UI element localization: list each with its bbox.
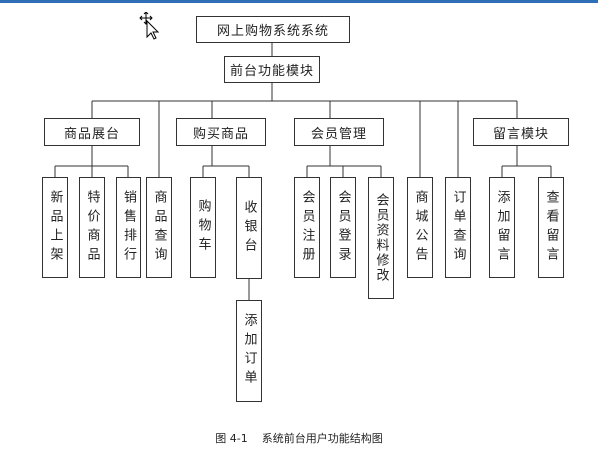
leaf-new-products: 新品上架 [42, 177, 68, 278]
leaf-special-price-label: 特价商品 [84, 189, 100, 266]
module-message: 留言模块 [473, 118, 569, 146]
leaf-special-price: 特价商品 [79, 177, 105, 278]
frontend-module-node: 前台功能模块 [224, 56, 320, 83]
leaf-member-login-label: 会员登录 [335, 189, 351, 266]
leaf-cart-label: 购物车 [195, 199, 211, 256]
leaf-sales-rank-label: 销售排行 [121, 189, 136, 266]
leaf-product-search: 商品查询 [146, 177, 172, 278]
leaf-add-order: 添加订单 [236, 300, 262, 402]
leaf-order-search-label: 订单查询 [450, 189, 466, 266]
leaf-member-edit-label: 会员资料修改 [373, 193, 389, 283]
module-product-display: 商品展台 [44, 118, 140, 146]
leaf-announcements-label: 商城公告 [412, 189, 428, 266]
module-message-label: 留言模块 [492, 126, 549, 142]
leaf-add-message: 添加留言 [489, 177, 515, 278]
leaf-sales-rank: 销售排行 [116, 177, 141, 278]
leaf-checkout-label: 收银台 [241, 199, 257, 257]
leaf-member-register: 会员注册 [294, 177, 320, 278]
leaf-member-register-label: 会员注册 [299, 189, 315, 266]
leaf-add-order-label: 添加订单 [241, 313, 257, 389]
root-label: 网上购物系统系统 [216, 24, 329, 39]
leaf-new-products-label: 新品上架 [47, 189, 63, 266]
module-purchase: 购买商品 [176, 118, 266, 146]
leaf-checkout: 收银台 [236, 177, 262, 279]
module-member: 会员管理 [294, 118, 384, 146]
leaf-product-search-label: 商品查询 [151, 189, 167, 266]
frontend-module-label: 前台功能模块 [229, 64, 314, 79]
module-member-label: 会员管理 [310, 126, 367, 142]
leaf-add-message-label: 添加留言 [494, 189, 510, 266]
leaf-order-search: 订单查询 [445, 177, 471, 278]
figure-caption: 图 4-1 系统前台用户功能结构图 [215, 432, 383, 445]
leaf-view-message-label: 查看留言 [543, 189, 559, 266]
root-node: 网上购物系统系统 [196, 16, 350, 43]
leaf-view-message: 查看留言 [538, 177, 564, 278]
window-top-accent [0, 0, 598, 3]
leaf-member-edit: 会员资料修改 [368, 177, 394, 299]
module-product-display-label: 商品展台 [63, 126, 120, 142]
leaf-member-login: 会员登录 [330, 177, 356, 278]
mouse-cursor-icon [139, 12, 160, 40]
leaf-cart: 购物车 [190, 177, 216, 278]
leaf-announcements: 商城公告 [407, 177, 433, 278]
module-purchase-label: 购买商品 [192, 126, 249, 142]
